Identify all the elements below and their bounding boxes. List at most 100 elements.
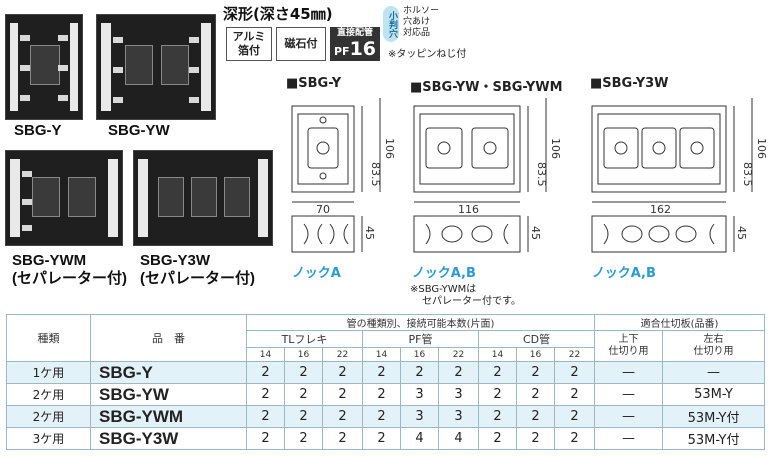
spec-table: 種類 品 番 管の種類別、接続可能本数(片面) 適合仕切板(品番) TLフレキ …: [6, 314, 766, 450]
knock-label-sbg-y: ノックA: [292, 266, 341, 281]
oval-hole-badge: 小判穴: [383, 6, 399, 42]
drawing-title-sbg-y3w: ■SBG-Y3W: [590, 76, 669, 91]
cell-tl: 2: [284, 427, 323, 450]
cell-pf: 2: [362, 361, 401, 384]
table-row: 2ケ用 SBG-YWM 2 2 2 2 3 3 2 2 2 — 53M-Y付: [6, 405, 766, 428]
cell-kind: 2ケ用: [6, 383, 91, 406]
magnet-badge: 磁石付: [276, 27, 326, 61]
photo-sbg-y: [5, 14, 83, 120]
header-size: 16: [400, 347, 439, 362]
cell-tl: 2: [322, 427, 363, 450]
cell-tl: 2: [322, 383, 363, 406]
header-plate: 適合仕切板(品番): [594, 314, 766, 331]
header-size: 22: [322, 347, 363, 362]
cell-plate-updown: —: [594, 427, 664, 450]
knock-label-sbg-yw: ノックA,B: [412, 266, 476, 281]
cell-cd: 2: [478, 405, 517, 428]
cell-cd: 2: [516, 405, 555, 428]
header-size: 16: [284, 347, 323, 362]
photo-sbg-ywm: [5, 150, 123, 246]
cell-tl: 2: [246, 383, 285, 406]
cell-plate-updown: —: [594, 405, 664, 428]
cell-cd: 2: [478, 427, 517, 450]
header-cd-pipe: CD管: [477, 330, 596, 348]
cell-plate-lr: —: [662, 361, 766, 384]
cell-pf: 3: [438, 405, 479, 428]
cell-cd: 2: [478, 383, 517, 406]
cell-cd: 2: [553, 427, 596, 450]
cell-plate-lr: 53M-Y付: [662, 405, 766, 428]
cell-tl: 2: [284, 405, 323, 428]
cell-kind: 1ケ用: [6, 361, 91, 384]
photo-label-sbg-y3w: SBG-Y3W (セパレーター付): [140, 252, 255, 287]
cell-pf: 3: [438, 383, 479, 406]
cell-tl: 2: [246, 361, 285, 384]
cell-cd: 2: [478, 361, 517, 384]
pf16-label: PF16: [333, 38, 377, 60]
header-plate-updown: 上下 仕切り用: [594, 330, 664, 362]
dim-inner-sbg-yw: 83.5: [535, 162, 548, 187]
cell-pf: 3: [400, 383, 439, 406]
dim-width-sbg-y: 70: [316, 203, 330, 216]
photo-sbg-yw: [96, 14, 216, 120]
cell-tl: 2: [322, 405, 363, 428]
cell-cd: 2: [553, 361, 596, 384]
cell-cd: 2: [516, 383, 555, 406]
aluminum-foil-badge: アルミ 箔付: [226, 27, 272, 61]
drawing-sbg-yw: 116 83.5 106 45: [413, 98, 560, 253]
cell-cd: 2: [553, 405, 596, 428]
header-size: 16: [516, 347, 555, 362]
photo-label-sbg-yw: SBG-YW: [108, 122, 170, 139]
dim-depth-sbg-yw: 45: [529, 226, 542, 240]
header-size: 14: [362, 347, 401, 362]
holesaw-note: ホルソー 穴あけ 対応品: [403, 6, 440, 38]
cell-pf: 3: [400, 405, 439, 428]
header-model: 品 番: [90, 314, 247, 362]
header-plate-lr: 左右 仕切り用: [662, 330, 766, 362]
dim-width-sbg-y3w: 162: [650, 203, 671, 216]
cell-tl: 2: [322, 361, 363, 384]
cell-pf: 2: [362, 427, 401, 450]
ywm-separator-note: ※SBG-YWMは セパレーター付です。: [410, 284, 521, 307]
header-size: 22: [553, 347, 596, 362]
header-tl-flex: TLフレキ: [246, 330, 363, 348]
direct-pf16-badge: 直接配管 PF16: [330, 27, 380, 61]
cell-pf: 4: [400, 427, 439, 450]
dim-outer-sbg-y3w: 106: [755, 138, 766, 159]
header-pf-pipe: PF管: [362, 330, 479, 348]
cell-plate-lr: 53M-Y: [662, 383, 766, 406]
photo-label-sbg-ywm: SBG-YWM (セパレーター付): [12, 252, 127, 287]
knock-label-sbg-y3w: ノックA,B: [592, 266, 656, 281]
cell-tl: 2: [246, 427, 285, 450]
cell-kind: 2ケ用: [6, 405, 91, 428]
table-row: 1ケ用 SBG-Y 2 2 2 2 2 2 2 2 2 — —: [6, 361, 766, 384]
dim-width-sbg-yw: 116: [458, 203, 479, 216]
cell-model: SBG-Y3W: [90, 427, 247, 450]
cell-plate-updown: —: [594, 383, 664, 406]
header-size: 22: [438, 347, 479, 362]
cell-cd: 2: [516, 427, 555, 450]
cell-tl: 2: [284, 361, 323, 384]
cell-model: SBG-YWM: [90, 405, 247, 428]
cell-pf: 2: [438, 361, 479, 384]
cell-pf: 2: [362, 405, 401, 428]
cell-tl: 2: [284, 383, 323, 406]
dim-depth-sbg-y: 45: [363, 226, 376, 240]
cell-cd: 2: [516, 361, 555, 384]
drawing-title-sbg-yw: ■SBG-YW・SBG-YWM: [410, 80, 563, 95]
dim-outer-sbg-yw: 106: [549, 138, 560, 159]
drawing-title-sbg-y: ■SBG-Y: [286, 76, 342, 91]
cell-pf: 2: [362, 383, 401, 406]
cell-pf: 4: [438, 427, 479, 450]
header-size: 14: [478, 347, 517, 362]
dim-depth-sbg-y3w: 45: [735, 226, 748, 240]
dim-outer-sbg-y: 106: [383, 138, 394, 159]
header-kind: 種類: [6, 314, 91, 362]
cell-pf: 2: [400, 361, 439, 384]
header-size: 14: [246, 347, 285, 362]
section-title: 深形(深さ45㎜): [223, 5, 333, 23]
cell-cd: 2: [553, 383, 596, 406]
photo-sbg-y3w: [133, 150, 273, 246]
tapping-screw-note: ※タッピンねじ付: [388, 49, 467, 60]
drawing-sbg-y: 70 83.5 106 45: [291, 98, 394, 253]
